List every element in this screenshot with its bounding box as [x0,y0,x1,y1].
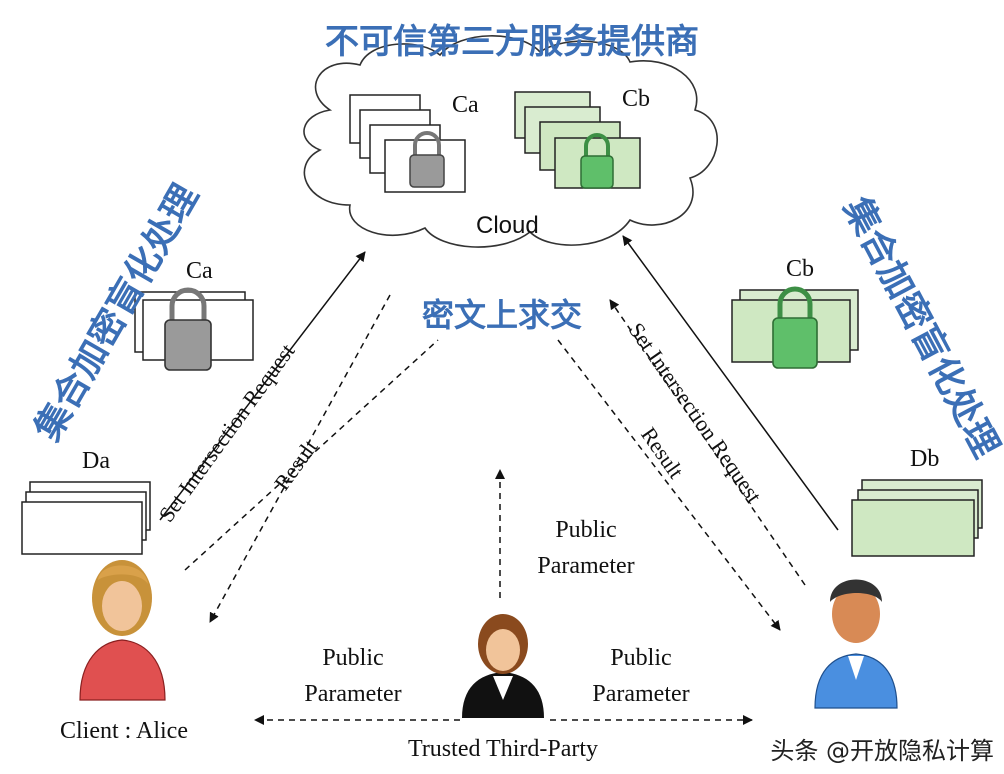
bob-db-documents [851,479,983,557]
alice-da-label: Da [82,448,110,474]
left-result-arrow-upper [184,339,439,571]
ttp-param-up: Public Parameter [537,517,635,579]
cloud-green-lock-icon [580,133,614,189]
bob-cb-label: Cb [786,256,815,282]
cloud-label: Cloud [476,212,539,239]
alice-ca-label: Ca [186,258,213,284]
cloud-ca-label: Ca [452,92,479,118]
bob-avatar [814,579,898,709]
bob-db-label: Db [910,446,940,472]
right-result-arrow-upper [609,299,806,586]
ttp-param-left: Public Parameter [304,645,402,707]
watermark: 头条 @开放隐私计算 [770,737,994,765]
ttp-avatar [462,614,544,718]
alice-name: Client : Alice [60,718,188,744]
cloud-shape [303,35,718,248]
right-request-arrow [622,235,839,531]
center-label: 密文上求交 [422,296,583,334]
cloud-cb-label: Cb [622,86,651,112]
left-request-arrow [159,251,366,521]
bob-green-lock-icon [772,286,818,369]
right-result-arrow [557,339,781,631]
page-title: 不可信第三方服务提供商 [325,22,699,62]
alice-avatar [79,560,166,701]
ttp-param-right: Public Parameter [592,645,690,707]
ttp-name: Trusted Third-Party [408,736,599,762]
alice-gray-lock-icon [164,287,212,371]
left-result-arrow [209,294,391,623]
cloud-gray-lock-icon [409,131,445,188]
alice-da-documents [21,481,151,555]
